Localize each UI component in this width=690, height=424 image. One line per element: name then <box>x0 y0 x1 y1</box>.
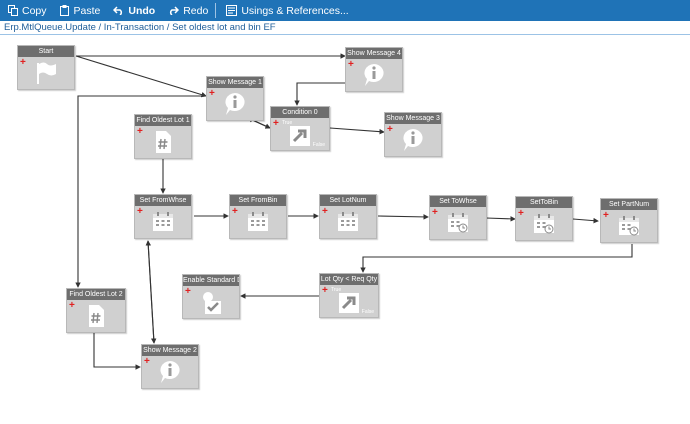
toolbar: Copy Paste Undo Redo Usings & References… <box>0 0 690 21</box>
workflow-node-show-message-1[interactable]: Show Message 1 + <box>206 76 264 121</box>
connector-message4-to-condition0 <box>294 82 345 106</box>
add-connector-icon[interactable]: + <box>322 285 328 296</box>
workflow-node-condition-0[interactable]: Condition 0 + True False <box>270 106 330 151</box>
node-title: Set FromWhse <box>135 195 191 206</box>
node-title: Find Oldest Lot 1 <box>135 115 191 126</box>
workflow-node-show-message-4[interactable]: Show Message 4 + <box>345 47 403 92</box>
node-title: Set ToWhse <box>430 196 486 207</box>
add-connector-icon[interactable]: + <box>69 300 75 311</box>
workflow-node-set-fromwhse[interactable]: Set FromWhse + <box>134 194 192 239</box>
connector-settowhse-to-settobin <box>485 216 516 222</box>
false-port-label: False <box>312 142 325 148</box>
add-connector-icon[interactable]: + <box>209 88 215 99</box>
node-title: Lot Qty < Req Qty <box>320 274 378 285</box>
true-port-label: True <box>331 287 342 293</box>
node-title: Enable Standard D <box>183 275 239 286</box>
node-title: Show Message 3 <box>385 113 441 124</box>
workflow-node-set-partnum[interactable]: Set PartNum + <box>600 198 658 243</box>
node-title: SetToBin <box>516 197 572 208</box>
paste-icon <box>59 5 69 16</box>
workflow-node-find-oldest-lot-2[interactable]: Find Oldest Lot 2 + <box>66 288 126 333</box>
add-connector-icon[interactable]: + <box>137 206 143 217</box>
workflow-node-set-towhse[interactable]: Set ToWhse + <box>429 195 487 240</box>
node-title: Set PartNum <box>601 199 657 210</box>
connector-condition0-to-message3 <box>329 127 385 135</box>
add-connector-icon[interactable]: + <box>232 206 238 217</box>
message-icon <box>225 93 245 115</box>
message-icon <box>364 64 384 86</box>
add-connector-icon[interactable]: + <box>518 208 524 219</box>
workflow-node-show-message-2[interactable]: Show Message 2 + <box>141 344 199 389</box>
calendar-icon <box>534 214 554 234</box>
workflow-node-find-oldest-lot-1[interactable]: Find Oldest Lot 1 + <box>134 114 192 159</box>
toolbar-separator <box>215 3 217 18</box>
workflow-node-lot-qty-req-qty[interactable]: Lot Qty < Req Qty + True False <box>319 273 379 318</box>
connector-setpartnum-to-lotqty <box>360 244 633 273</box>
false-port-label: False <box>361 309 374 315</box>
add-connector-icon[interactable]: + <box>432 207 438 218</box>
usings-references-button[interactable]: Usings & References... <box>218 0 353 21</box>
calendar-icon <box>338 212 358 231</box>
add-connector-icon[interactable]: + <box>137 126 143 137</box>
paste-button[interactable]: Paste <box>52 0 106 21</box>
node-title: Find Oldest Lot 2 <box>67 289 125 300</box>
node-title: Show Message 2 <box>142 345 198 356</box>
calendar-icon <box>448 213 468 233</box>
connector-start-to-message1 <box>75 55 207 98</box>
calendar-icon <box>619 216 639 236</box>
connector-message1-to-find2 <box>75 95 206 288</box>
connector-layer <box>75 53 633 370</box>
redo-icon <box>170 6 180 15</box>
usings-label: Usings & References... <box>241 4 349 17</box>
add-connector-icon[interactable]: + <box>20 57 26 68</box>
code-icon <box>89 305 104 327</box>
add-connector-icon[interactable]: + <box>185 286 191 297</box>
node-title: Condition 0 <box>271 107 329 118</box>
connector-setfromwhse-to-message2 <box>147 240 157 344</box>
code-icon <box>156 131 171 153</box>
flag-icon <box>37 62 56 84</box>
undo-label: Undo <box>128 4 156 17</box>
message-icon <box>160 361 180 383</box>
copy-button[interactable]: Copy <box>0 0 52 21</box>
usings-icon <box>226 5 238 16</box>
connector-find2-to-message2 <box>93 332 141 370</box>
redo-label: Redo <box>183 4 209 17</box>
add-connector-icon[interactable]: + <box>387 124 393 135</box>
node-title: Start <box>18 46 74 57</box>
workflow-node-show-message-3[interactable]: Show Message 3 + <box>384 112 442 157</box>
node-title: Set FromBin <box>230 195 286 206</box>
message-icon <box>403 129 423 151</box>
paste-label: Paste <box>73 4 101 17</box>
node-title: Show Message 1 <box>207 77 263 88</box>
workflow-node-settobin[interactable]: SetToBin + <box>515 196 573 241</box>
condition-icon <box>339 293 359 313</box>
workflow-node-start[interactable]: Start + <box>17 45 75 90</box>
connector-setlotnum-to-settowhse <box>377 214 429 220</box>
checkbox-icon <box>203 292 221 314</box>
add-connector-icon[interactable]: + <box>273 118 279 129</box>
add-connector-icon[interactable]: + <box>144 356 150 367</box>
true-port-label: True <box>282 120 293 126</box>
redo-button[interactable]: Redo <box>160 0 213 21</box>
condition-icon <box>290 126 310 146</box>
undo-button[interactable]: Undo <box>105 0 160 21</box>
add-connector-icon[interactable]: + <box>603 210 609 221</box>
add-connector-icon[interactable]: + <box>322 206 328 217</box>
workflow-node-enable-standard-d[interactable]: Enable Standard D + <box>182 274 240 319</box>
connector-settobin-to-setpartnum <box>572 217 599 224</box>
add-connector-icon[interactable]: + <box>348 59 354 70</box>
copy-icon <box>8 5 18 16</box>
node-title: Set LotNum <box>320 195 376 206</box>
calendar-icon <box>153 212 173 231</box>
workflow-canvas[interactable]: Start + Show Message 4 + Show Message 1 … <box>0 36 690 424</box>
workflow-node-set-lotnum[interactable]: Set LotNum + <box>319 194 377 239</box>
node-title: Show Message 4 <box>346 48 402 59</box>
calendar-icon <box>248 212 268 231</box>
copy-label: Copy <box>22 4 47 17</box>
workflow-node-set-frombin[interactable]: Set FromBin + <box>229 194 287 239</box>
breadcrumb: Erp.MtlQueue.Update / In-Transaction / S… <box>0 21 690 35</box>
undo-icon <box>113 6 123 15</box>
